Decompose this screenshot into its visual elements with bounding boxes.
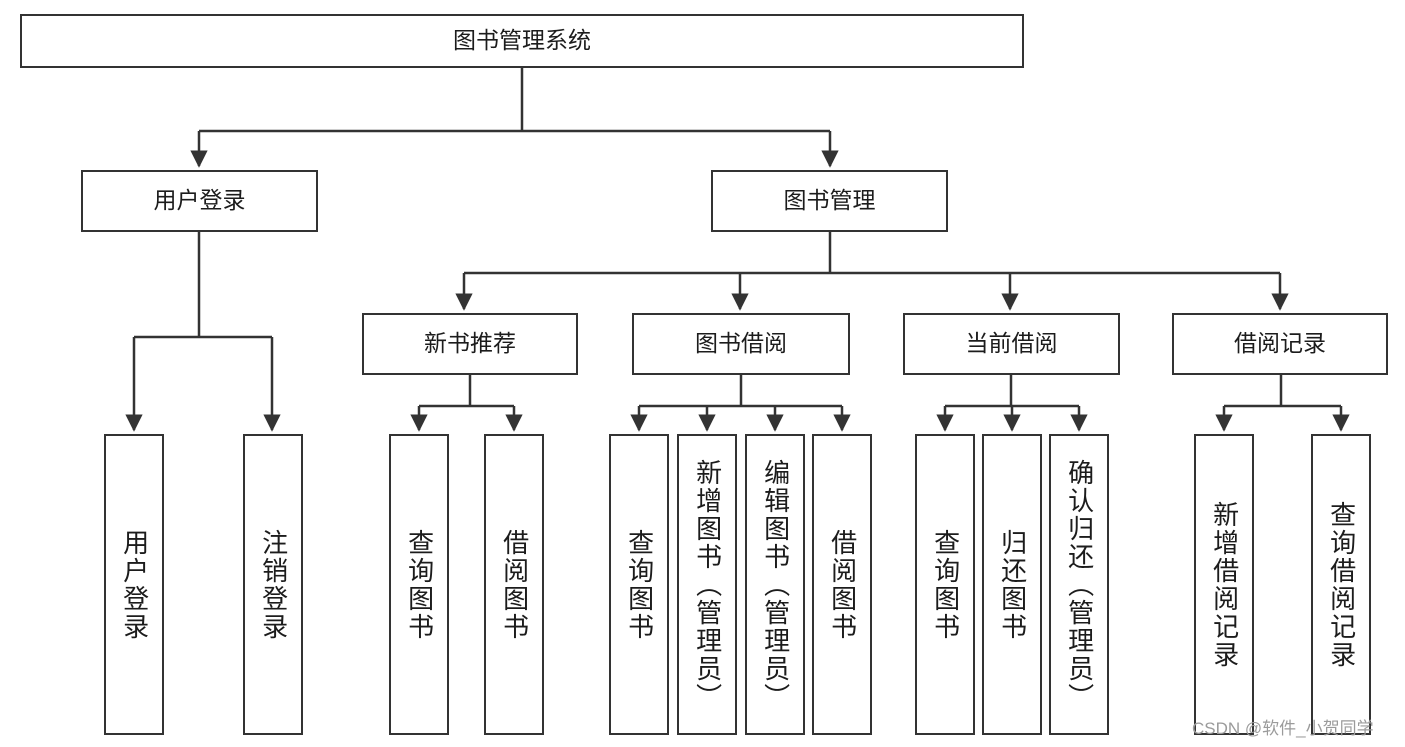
node-leaf-borrow-book-2-label: 借阅图书 (827, 528, 858, 641)
node-borrow-record-label: 借阅记录 (1234, 330, 1326, 357)
node-leaf-user-login-label: 用户登录 (119, 528, 150, 641)
node-leaf-logout-login[interactable]: 注销登录 (243, 434, 303, 735)
node-new-book-recommend-label: 新书推荐 (424, 330, 516, 357)
node-user-login[interactable]: 用户登录 (81, 170, 318, 232)
csdn-watermark: CSDN @软件_小贺同学 (1192, 719, 1374, 738)
node-leaf-confirm-return[interactable]: 确认归还（管理员） (1049, 434, 1109, 735)
node-leaf-add-record-label: 新增借阅记录 (1209, 500, 1240, 669)
node-leaf-query-book-3-label: 查询图书 (930, 528, 961, 641)
node-leaf-user-login[interactable]: 用户登录 (104, 434, 164, 735)
node-leaf-borrow-book-1[interactable]: 借阅图书 (484, 434, 544, 735)
node-current-borrow[interactable]: 当前借阅 (903, 313, 1120, 375)
node-leaf-add-book-label: 新增图书（管理员） (692, 458, 723, 711)
node-leaf-borrow-book-1-label: 借阅图书 (499, 528, 530, 641)
node-leaf-return-book[interactable]: 归还图书 (982, 434, 1042, 735)
node-leaf-edit-book-label: 编辑图书（管理员） (760, 458, 791, 711)
node-current-borrow-label: 当前借阅 (965, 330, 1058, 357)
node-root-label: 图书管理系统 (453, 27, 591, 54)
node-leaf-query-record[interactable]: 查询借阅记录 (1311, 434, 1371, 735)
node-book-management-label: 图书管理 (783, 187, 876, 214)
node-book-borrow-label: 图书借阅 (695, 330, 787, 357)
node-leaf-add-book[interactable]: 新增图书（管理员） (677, 434, 737, 735)
node-leaf-add-record[interactable]: 新增借阅记录 (1194, 434, 1254, 735)
node-leaf-return-book-label: 归还图书 (997, 528, 1028, 641)
node-leaf-query-book-2[interactable]: 查询图书 (609, 434, 669, 735)
node-root[interactable]: 图书管理系统 (20, 14, 1024, 68)
node-leaf-edit-book[interactable]: 编辑图书（管理员） (745, 434, 805, 735)
node-leaf-query-record-label: 查询借阅记录 (1326, 500, 1357, 669)
node-leaf-query-book-2-label: 查询图书 (624, 528, 655, 641)
node-book-borrow[interactable]: 图书借阅 (632, 313, 850, 375)
node-leaf-logout-login-label: 注销登录 (258, 528, 289, 641)
node-leaf-query-book-1-label: 查询图书 (404, 528, 435, 641)
node-leaf-query-book-1[interactable]: 查询图书 (389, 434, 449, 735)
node-leaf-borrow-book-2[interactable]: 借阅图书 (812, 434, 872, 735)
node-leaf-query-book-3[interactable]: 查询图书 (915, 434, 975, 735)
node-new-book-recommend[interactable]: 新书推荐 (362, 313, 578, 375)
node-borrow-record[interactable]: 借阅记录 (1172, 313, 1388, 375)
node-user-login-label: 用户登录 (153, 187, 246, 214)
node-book-management[interactable]: 图书管理 (711, 170, 948, 232)
node-leaf-confirm-return-label: 确认归还（管理员） (1064, 458, 1095, 711)
